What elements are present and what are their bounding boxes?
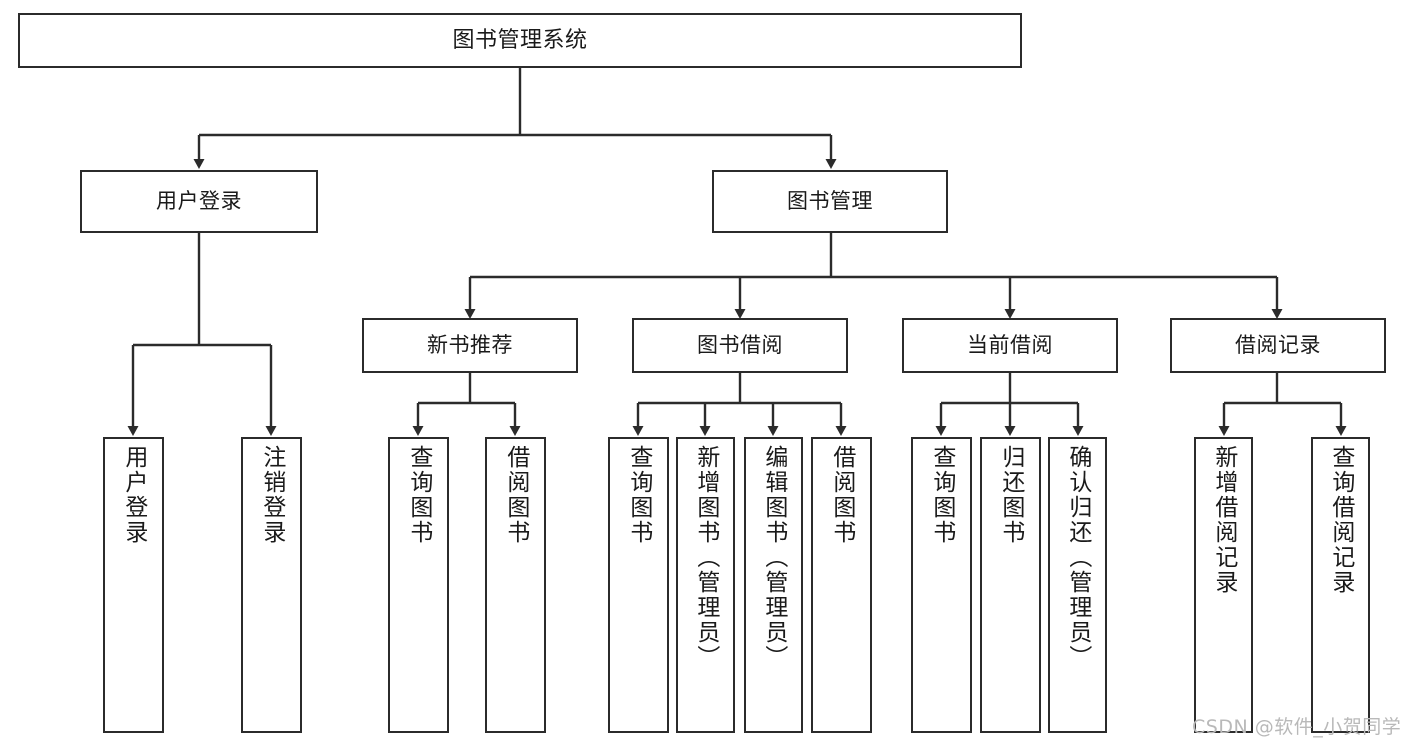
leaf-add-book-admin[interactable]: 新增图书（管理员） — [676, 437, 735, 733]
leaf-borrow-book[interactable]: 借阅图书 — [811, 437, 872, 733]
leaf-query-book-current-label: 查询图书 — [928, 445, 955, 545]
leaf-confirm-return-admin[interactable]: 确认归还（管理员） — [1048, 437, 1107, 733]
node-user-login[interactable]: 用户登录 — [80, 170, 318, 233]
leaf-borrow-book-recommend-label: 借阅图书 — [502, 445, 529, 545]
node-new-book-recommend-label: 新书推荐 — [427, 333, 513, 358]
leaf-add-borrow-record-label: 新增借阅记录 — [1210, 445, 1237, 595]
leaf-user-login-label: 用户登录 — [120, 445, 147, 545]
leaf-return-book[interactable]: 归还图书 — [980, 437, 1041, 733]
leaf-logout-label: 注销登录 — [258, 445, 285, 545]
node-book-management[interactable]: 图书管理 — [712, 170, 948, 233]
leaf-user-login[interactable]: 用户登录 — [103, 437, 164, 733]
leaf-borrow-book-label: 借阅图书 — [828, 445, 855, 545]
leaf-query-book-recommend[interactable]: 查询图书 — [388, 437, 449, 733]
node-borrow-record-label: 借阅记录 — [1235, 333, 1321, 358]
leaf-confirm-return-admin-label: 确认归还（管理员） — [1064, 445, 1091, 670]
leaf-logout[interactable]: 注销登录 — [241, 437, 302, 733]
leaf-return-book-label: 归还图书 — [997, 445, 1024, 545]
leaf-query-book-borrow[interactable]: 查询图书 — [608, 437, 669, 733]
node-current-borrow-label: 当前借阅 — [967, 333, 1053, 358]
node-root-system[interactable]: 图书管理系统 — [18, 13, 1022, 68]
node-current-borrow[interactable]: 当前借阅 — [902, 318, 1118, 373]
leaf-borrow-book-recommend[interactable]: 借阅图书 — [485, 437, 546, 733]
node-book-borrow[interactable]: 图书借阅 — [632, 318, 848, 373]
node-book-borrow-label: 图书借阅 — [697, 333, 783, 358]
leaf-add-book-admin-label: 新增图书（管理员） — [692, 445, 719, 670]
leaf-query-book-current[interactable]: 查询图书 — [911, 437, 972, 733]
leaf-add-borrow-record[interactable]: 新增借阅记录 — [1194, 437, 1253, 733]
leaf-query-borrow-record-label: 查询借阅记录 — [1327, 445, 1354, 595]
leaf-query-borrow-record[interactable]: 查询借阅记录 — [1311, 437, 1370, 733]
node-user-login-label: 用户登录 — [156, 189, 242, 214]
node-book-management-label: 图书管理 — [787, 189, 873, 214]
leaf-query-book-borrow-label: 查询图书 — [625, 445, 652, 545]
leaf-edit-book-admin[interactable]: 编辑图书（管理员） — [744, 437, 803, 733]
leaf-edit-book-admin-label: 编辑图书（管理员） — [760, 445, 787, 670]
node-root-system-label: 图书管理系统 — [452, 27, 588, 53]
node-new-book-recommend[interactable]: 新书推荐 — [362, 318, 578, 373]
watermark-text: CSDN @软件_小贺同学 — [1192, 716, 1402, 738]
leaf-query-book-recommend-label: 查询图书 — [405, 445, 432, 545]
node-borrow-record[interactable]: 借阅记录 — [1170, 318, 1386, 373]
